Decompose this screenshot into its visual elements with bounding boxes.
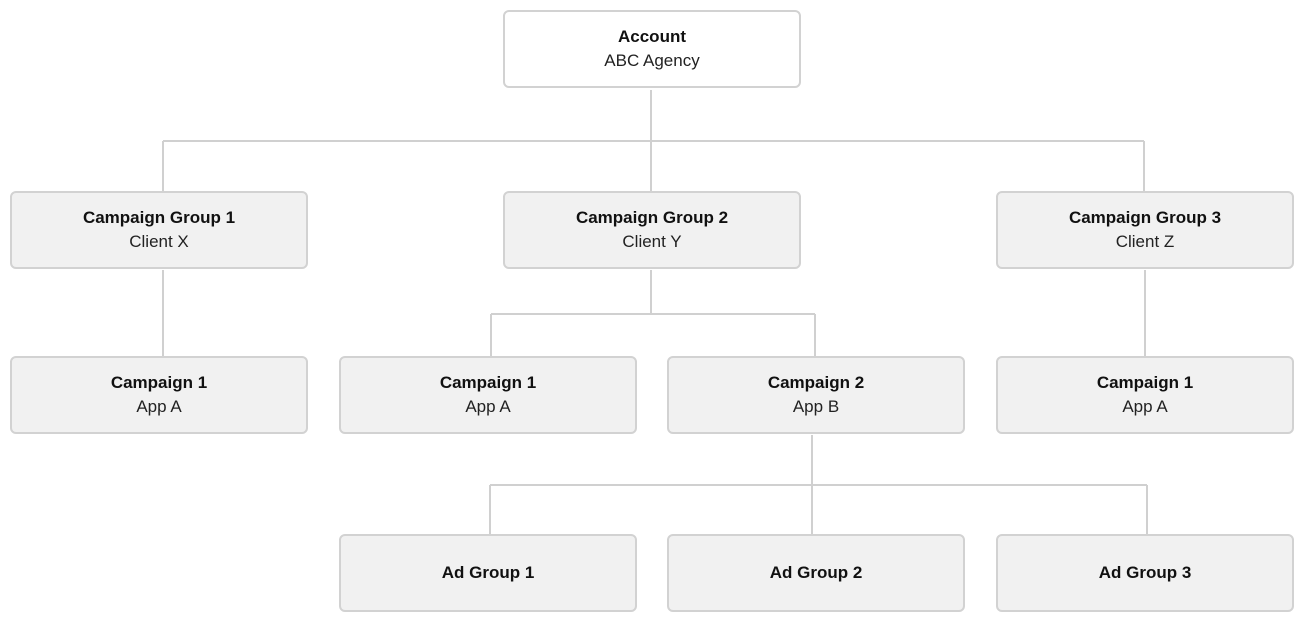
node-campaign-group-3: Campaign Group 3 Client Z	[996, 191, 1294, 269]
node-cg2-campaign-2: Campaign 2 App B	[667, 356, 965, 434]
node-title: Campaign Group 1	[82, 208, 236, 227]
node-title: Campaign 1	[1096, 373, 1194, 392]
node-title: Ad Group 3	[1098, 563, 1192, 582]
node-title: Account	[618, 27, 686, 46]
node-title: Ad Group 1	[441, 563, 535, 582]
node-campaign-group-2: Campaign Group 2 Client Y	[503, 191, 801, 269]
node-subtitle: Client Y	[622, 232, 682, 251]
node-title: Ad Group 2	[769, 563, 863, 582]
node-title: Campaign 1	[439, 373, 537, 392]
node-cg2-campaign-1: Campaign 1 App A	[339, 356, 637, 434]
node-campaign-group-1: Campaign Group 1 Client X	[10, 191, 308, 269]
node-subtitle: App A	[1122, 397, 1168, 416]
node-subtitle: App B	[792, 397, 840, 416]
node-title: Campaign Group 3	[1068, 208, 1222, 227]
node-subtitle: App A	[136, 397, 182, 416]
node-ad-group-3: Ad Group 3	[996, 534, 1294, 612]
node-account: Account ABC Agency	[503, 10, 801, 88]
node-subtitle: Client Z	[1115, 232, 1175, 251]
node-title: Campaign 1	[110, 373, 208, 392]
node-cg1-campaign-1: Campaign 1 App A	[10, 356, 308, 434]
node-title: Campaign 2	[767, 373, 865, 392]
node-subtitle: ABC Agency	[604, 51, 700, 70]
node-subtitle: App A	[465, 397, 511, 416]
node-ad-group-1: Ad Group 1	[339, 534, 637, 612]
node-cg3-campaign-1: Campaign 1 App A	[996, 356, 1294, 434]
node-ad-group-2: Ad Group 2	[667, 534, 965, 612]
node-title: Campaign Group 2	[575, 208, 729, 227]
node-subtitle: Client X	[129, 232, 189, 251]
